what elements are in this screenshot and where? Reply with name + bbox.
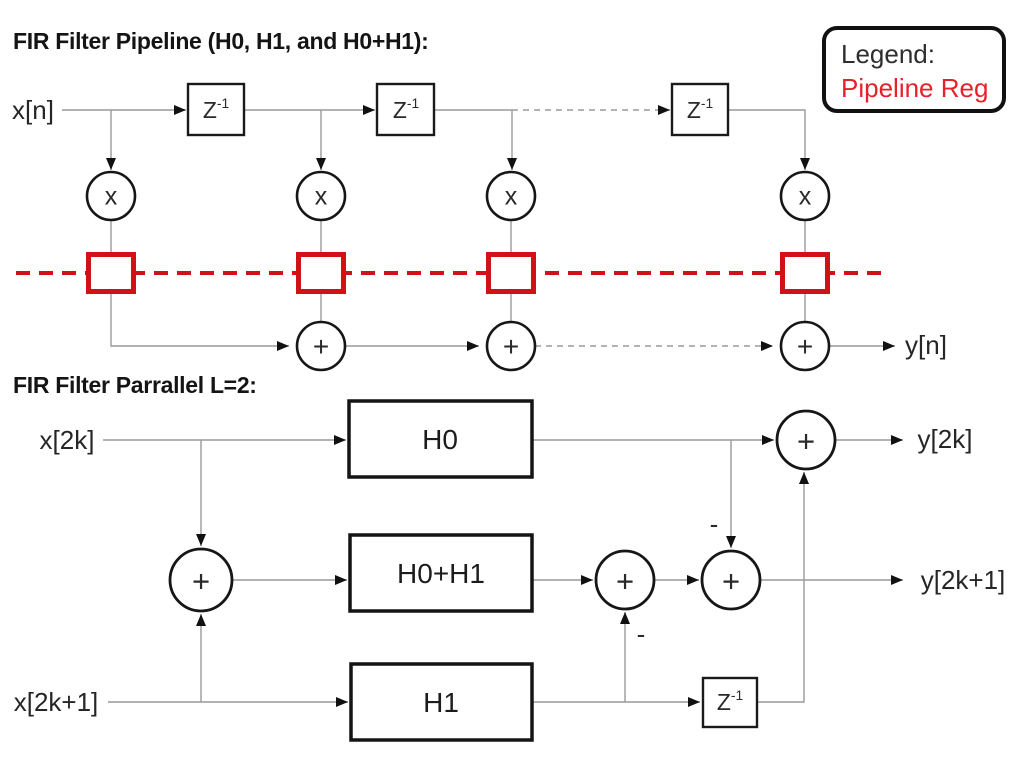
adder-symbol: + — [615, 563, 635, 599]
delay-base: Z — [716, 688, 731, 715]
h1-block-label: H1 — [423, 687, 459, 718]
adder-node-2 — [485, 320, 537, 372]
subadder-node-2 — [700, 549, 762, 611]
parallel-delay-block — [701, 676, 759, 729]
delay-base: Z — [202, 96, 217, 123]
pipeline-register-4 — [780, 252, 830, 294]
output-signal-label: y[n] — [905, 330, 947, 360]
delay-block-3 — [670, 82, 730, 137]
multiplier-node-4 — [779, 170, 831, 222]
minus-sign: - — [709, 509, 719, 539]
adder-node-1 — [295, 320, 347, 372]
pipeline-delay-blocks — [186, 82, 730, 137]
pipeline-wires — [62, 105, 895, 351]
h0-block — [347, 399, 534, 479]
output-even-label: y[2k] — [917, 424, 973, 454]
delay-block-2 — [375, 82, 436, 137]
pipeline-register-1 — [86, 252, 136, 294]
multiplier-symbol: x — [314, 182, 328, 211]
adder-symbol: + — [312, 331, 330, 362]
pipeline-register-3 — [486, 252, 536, 294]
adder-symbol: + — [796, 331, 814, 362]
parallel-filter-blocks — [347, 399, 534, 742]
adder-node-3 — [779, 320, 831, 372]
output-odd-label: y[2k+1] — [920, 565, 1006, 595]
adder-symbol: + — [191, 563, 211, 599]
delay-base: Z — [686, 96, 701, 123]
wire-z3-out — [728, 109, 810, 170]
delay-block-label: Z-1 — [686, 96, 714, 123]
delay-exponent: -1 — [216, 96, 230, 112]
multiplier-node-1 — [85, 170, 137, 222]
minus-sign: - — [636, 619, 646, 649]
h0h1-block — [348, 533, 534, 613]
delay-block-label: Z-1 — [716, 688, 744, 715]
h0h1-block-label: H0+H1 — [397, 558, 485, 589]
reg1-to-adder1 — [110, 292, 289, 351]
preadder-node — [168, 547, 234, 613]
delay-block-1 — [186, 82, 246, 137]
parallel-nodes — [168, 409, 837, 613]
legend-title: Legend: — [841, 39, 935, 69]
delay-block-label: Z-1 — [392, 96, 420, 123]
delay-base: Z — [392, 96, 407, 123]
multiplier-symbol: x — [798, 182, 812, 211]
adder-symbol: + — [796, 423, 816, 459]
legend-item-pipeline-reg: Pipeline Reg — [841, 73, 989, 103]
multiplier-symbol: x — [504, 182, 518, 211]
multiplier-node-3 — [485, 170, 537, 222]
multiplier-node-2 — [295, 170, 347, 222]
input-even-label: x[2k] — [39, 425, 95, 455]
delay-block-label: Z-1 — [202, 96, 230, 123]
multiplier-symbol: x — [104, 182, 118, 211]
delay-exponent: -1 — [730, 688, 744, 704]
outadder-node — [775, 409, 837, 471]
parallel-wires — [103, 435, 903, 707]
pipeline-nodes — [85, 170, 831, 372]
delay-feedback-up — [757, 472, 809, 703]
delay-exponent: -1 — [406, 96, 420, 112]
parallel-title: FIR Filter Parrallel L=2: — [13, 372, 257, 398]
input-odd-label: x[2k+1] — [13, 687, 99, 717]
legend: Legend: Pipeline Reg — [822, 26, 1006, 113]
delay-exponent: -1 — [700, 96, 714, 112]
pipeline-register-2 — [296, 252, 346, 294]
pipeline-title: FIR Filter Pipeline (H0, H1, and H0+H1): — [13, 28, 429, 54]
adder-symbol: + — [502, 331, 520, 362]
adder-symbol: + — [721, 563, 741, 599]
h0-block-label: H0 — [422, 424, 458, 455]
h1-block — [349, 662, 534, 742]
pipeline-registers — [86, 252, 830, 294]
input-signal-label: x[n] — [12, 95, 54, 125]
subadder-node-1 — [594, 549, 656, 611]
